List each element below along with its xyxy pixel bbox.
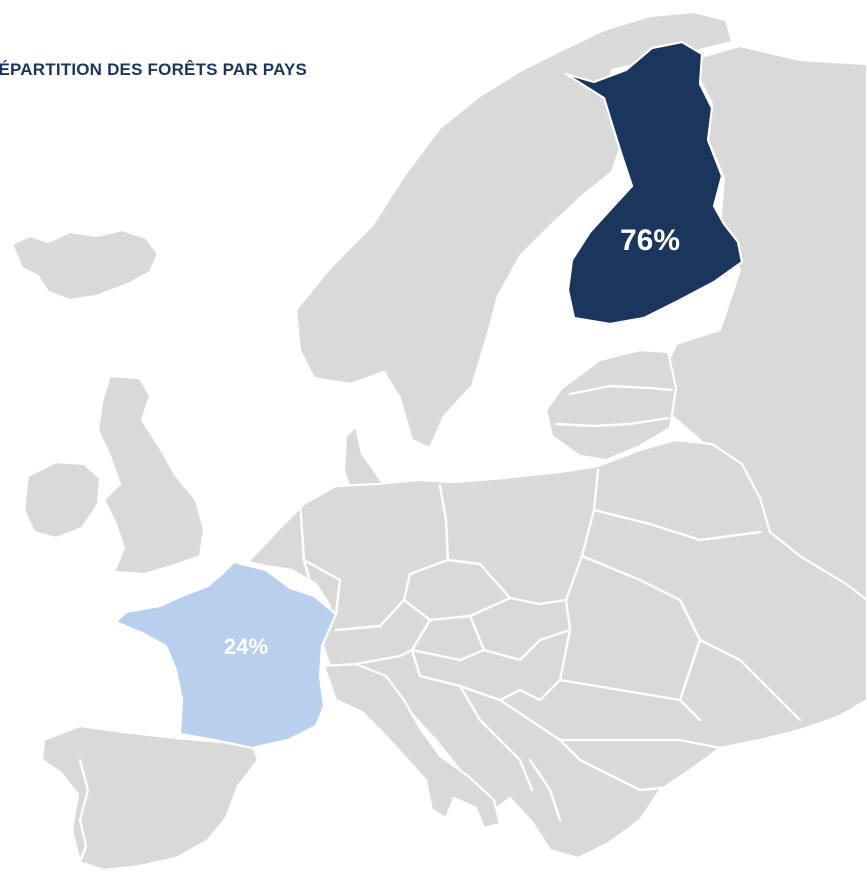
- iberia-region: [40, 724, 260, 872]
- italy-region: [322, 662, 502, 830]
- baltics-region: [544, 348, 678, 462]
- map-title: RÉPARTITION DES FORÊTS PAR PAYS: [0, 60, 308, 79]
- ireland-region: [22, 460, 102, 540]
- france-percentage-label: 24%: [224, 634, 269, 659]
- finland-percentage-label: 76%: [620, 224, 681, 257]
- russia-north-region: [658, 44, 867, 628]
- france-region: [114, 560, 338, 750]
- iceland-region: [10, 228, 160, 302]
- great-britain-region: [96, 374, 206, 576]
- finland-region: [564, 40, 744, 326]
